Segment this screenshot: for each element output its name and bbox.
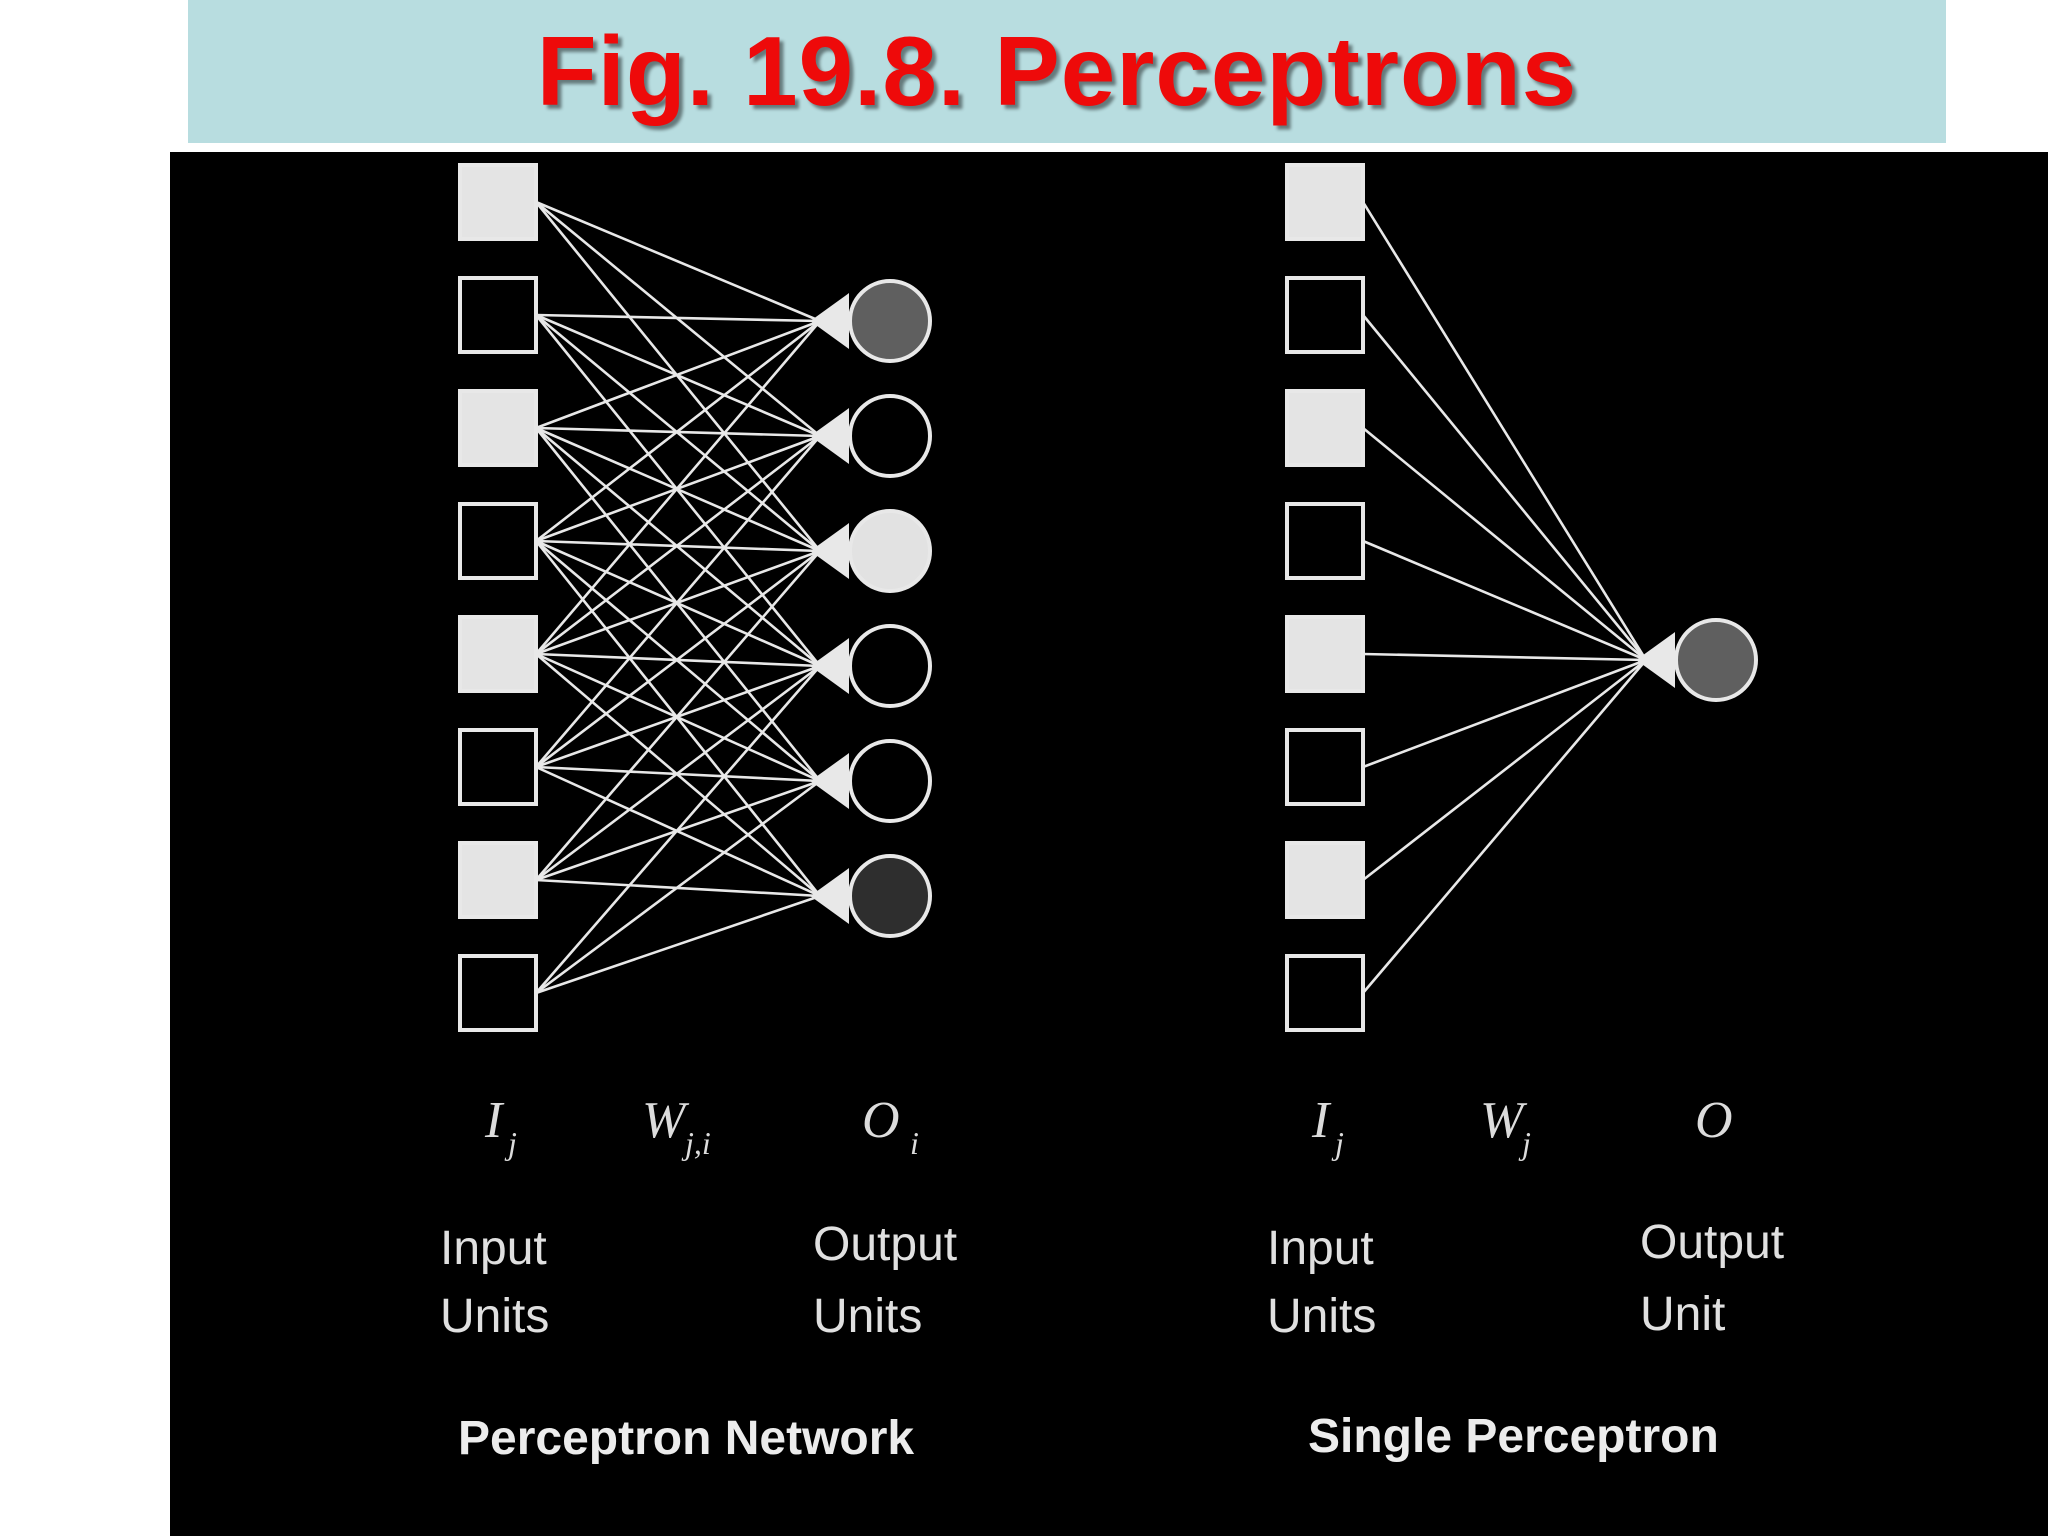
- network-output-unit-5: [848, 739, 932, 823]
- network-output-label-line1: Output: [813, 1218, 957, 1271]
- network-input-unit-3: [458, 389, 538, 467]
- single-output-label-line1: Output: [1640, 1216, 1784, 1269]
- single-input-unit-7: [1285, 841, 1365, 919]
- network-weight-line-8-4: [535, 665, 821, 994]
- network-output-unit-5-arrowhead: [810, 753, 849, 809]
- network-weight-line-4-1: [535, 319, 821, 543]
- title-bar: Fig. 19.8. Perceptrons: [188, 0, 1946, 143]
- network-output-unit-6-arrowhead: [810, 868, 849, 924]
- single-weight-line-5: [1362, 652, 1647, 662]
- single-weight-line-3: [1362, 426, 1647, 662]
- perceptron-network: [458, 163, 932, 1032]
- network-output-subscript: i: [910, 1125, 919, 1161]
- single-input-label-line2: Units: [1267, 1290, 1376, 1343]
- single-input-unit-8: [1285, 954, 1365, 1032]
- network-input-label-line1: Input: [440, 1222, 547, 1275]
- single-output-symbol: O: [1695, 1092, 1733, 1149]
- network-input-unit-8: [458, 954, 538, 1032]
- network-weight-line-7-4: [535, 664, 821, 882]
- single-perceptron: [1285, 163, 1758, 1032]
- network-weight-line-6-3: [535, 549, 821, 769]
- single-weight-line-4: [1362, 539, 1647, 662]
- network-weight-line-1-1: [535, 200, 821, 323]
- network-output-unit-1-arrowhead: [810, 293, 849, 349]
- network-input-symbol: I: [484, 1092, 505, 1149]
- single-input-symbol: I: [1311, 1092, 1332, 1149]
- network-input-subscript: j: [504, 1125, 517, 1161]
- network-input-unit-2: [458, 276, 538, 354]
- single-weight-line-7: [1362, 658, 1647, 882]
- network-weight-line-5-1: [535, 320, 821, 655]
- network-weight-line-2-1: [535, 313, 821, 323]
- network-caption: Perceptron Network: [458, 1412, 914, 1465]
- single-output-unit-arrowhead: [1636, 632, 1675, 688]
- network-weight-symbol: W: [642, 1092, 690, 1149]
- network-output-unit-1: [848, 279, 932, 363]
- network-input-label-line2: Units: [440, 1290, 549, 1343]
- network-input-unit-7: [458, 841, 538, 919]
- single-input-unit-1: [1285, 163, 1365, 241]
- network-input-unit-1: [458, 163, 538, 241]
- single-weight-line-6: [1362, 658, 1647, 769]
- single-input-unit-6: [1285, 728, 1365, 806]
- network-output-unit-3: [848, 509, 932, 593]
- network-output-unit-2-arrowhead: [810, 408, 849, 464]
- network-input-unit-5: [458, 615, 538, 693]
- network-input-unit-6: [458, 728, 538, 806]
- single-input-unit-2: [1285, 276, 1365, 354]
- network-weight-subscript: j,i: [681, 1125, 711, 1161]
- network-weight-line-3-1: [535, 319, 821, 430]
- network-output-unit-4: [848, 624, 932, 708]
- single-input-unit-3: [1285, 389, 1365, 467]
- network-output-symbol: O: [862, 1092, 900, 1149]
- single-caption: Single Perceptron: [1308, 1410, 1719, 1463]
- network-weight-line-7-3: [535, 550, 821, 881]
- perceptron-diagram: I j W j,i O i Input Units Output Units P…: [440, 163, 1784, 1465]
- network-output-unit-4-arrowhead: [810, 638, 849, 694]
- single-weight-line-2: [1361, 314, 1648, 661]
- single-weight-line-8: [1362, 659, 1647, 994]
- network-weight-line-8-5: [535, 779, 821, 995]
- single-input-unit-5: [1285, 615, 1365, 693]
- network-weight-line-6-2: [535, 435, 821, 768]
- single-weight-symbol: W: [1480, 1092, 1528, 1149]
- single-weight-subscript: j: [1518, 1125, 1531, 1161]
- single-output-label-line2: Unit: [1640, 1288, 1725, 1341]
- network-output-label-line2: Units: [813, 1290, 922, 1343]
- single-input-unit-4: [1285, 502, 1365, 580]
- single-input-label-line1: Input: [1267, 1222, 1374, 1275]
- slide-title: Fig. 19.8. Perceptrons: [536, 16, 1578, 126]
- network-output-unit-3-arrowhead: [810, 523, 849, 579]
- network-input-unit-4: [458, 502, 538, 580]
- figure-panel: I j W j,i O i Input Units Output Units P…: [170, 152, 2048, 1536]
- network-output-unit-6: [848, 854, 932, 938]
- single-input-subscript: j: [1331, 1125, 1344, 1161]
- network-weight-line-5-2: [535, 434, 821, 656]
- network-output-unit-2: [848, 394, 932, 478]
- single-output-unit: [1674, 618, 1758, 702]
- network-weight-line-8-6: [535, 894, 821, 995]
- single-weight-line-1: [1361, 201, 1648, 661]
